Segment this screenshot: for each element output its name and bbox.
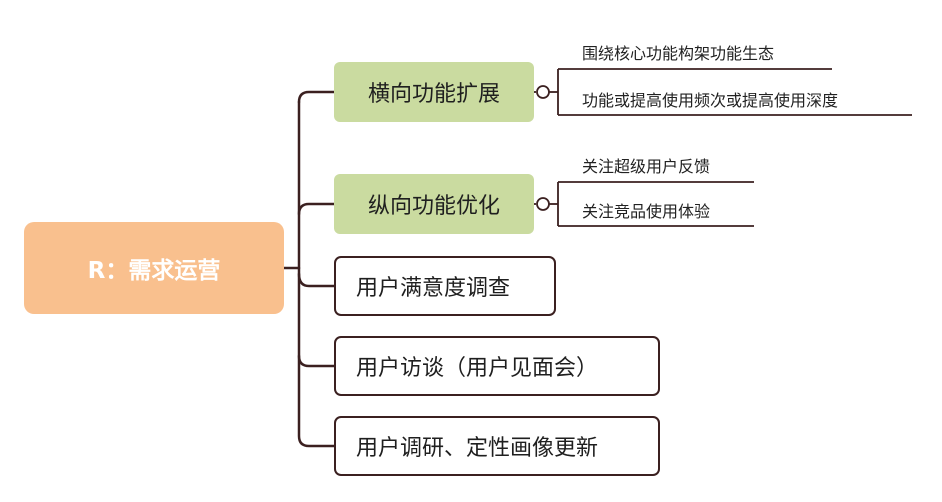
branch-horizontal-expansion[interactable]: 横向功能扩展 bbox=[334, 62, 534, 122]
branch-connector-1 bbox=[297, 90, 336, 104]
branch-connector-3 bbox=[297, 272, 336, 288]
branch-label: 用户访谈（用户见面会） bbox=[356, 356, 599, 381]
branch-label: 用户调研、定性画像更新 bbox=[356, 436, 599, 461]
branch-label: 纵向功能优化 bbox=[367, 194, 500, 219]
leaf-core-function-ecosystem[interactable]: 围绕核心功能构架功能生态 bbox=[582, 44, 775, 63]
root-label: R：需求运营 bbox=[87, 258, 221, 284]
branch-satisfaction-survey[interactable]: 用户满意度调查 bbox=[334, 256, 556, 316]
branch-label: 用户满意度调查 bbox=[356, 276, 511, 301]
branch-vertical-optimization[interactable]: 纵向功能优化 bbox=[334, 174, 534, 234]
collapse-toggle-1 bbox=[536, 85, 550, 99]
branch-label: 横向功能扩展 bbox=[367, 82, 500, 107]
branch-user-interview[interactable]: 用户访谈（用户见面会） bbox=[334, 336, 660, 396]
branch-user-research[interactable]: 用户调研、定性画像更新 bbox=[334, 416, 660, 476]
branch-connector-4 bbox=[297, 354, 336, 368]
trunk-line bbox=[297, 100, 336, 448]
leaf-usage-frequency-depth[interactable]: 功能或提高使用频次或提高使用深度 bbox=[582, 91, 839, 110]
collapse-toggle-2 bbox=[536, 197, 550, 211]
leaf-super-user-feedback[interactable]: 关注超级用户反馈 bbox=[582, 157, 711, 176]
branch-connector-2 bbox=[297, 202, 336, 216]
root-node[interactable]: R：需求运营 bbox=[24, 222, 284, 314]
leaf-competitor-experience[interactable]: 关注竞品使用体验 bbox=[582, 202, 711, 221]
